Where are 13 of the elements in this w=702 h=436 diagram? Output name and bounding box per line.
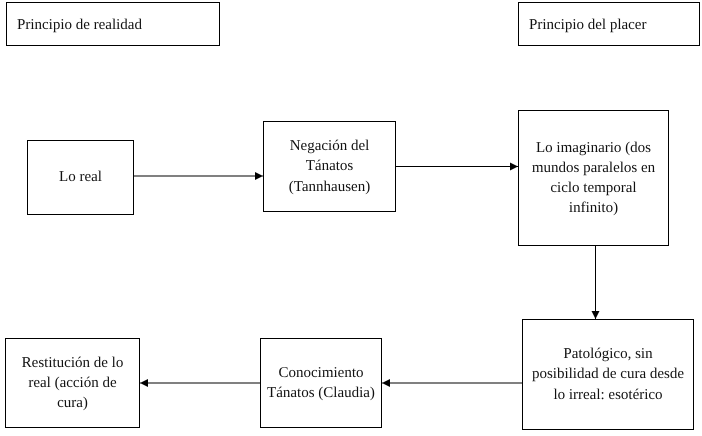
arrow <box>140 379 260 387</box>
text-box: Patológico, sin posibilidad de cura desde lo irreal: esotérico <box>522 319 694 430</box>
arrow <box>592 246 600 320</box>
arrow <box>382 379 522 387</box>
text-box: Restitución de lo real (acción de cura) <box>5 338 140 428</box>
arrow <box>134 172 264 180</box>
text-box: Negación del Tánatos (Tannhausen) <box>263 121 396 212</box>
text-box: Principio del placer <box>518 2 700 46</box>
text-box: Lo imaginario (dos mundos paralelos en ciclo temporal infinito) <box>518 110 669 246</box>
arrow <box>396 162 518 170</box>
text-box: Lo real <box>27 140 134 215</box>
text-box: Principio de realidad <box>6 2 220 46</box>
text-box: Conocimiento Tánatos (Claudia) <box>260 338 382 428</box>
